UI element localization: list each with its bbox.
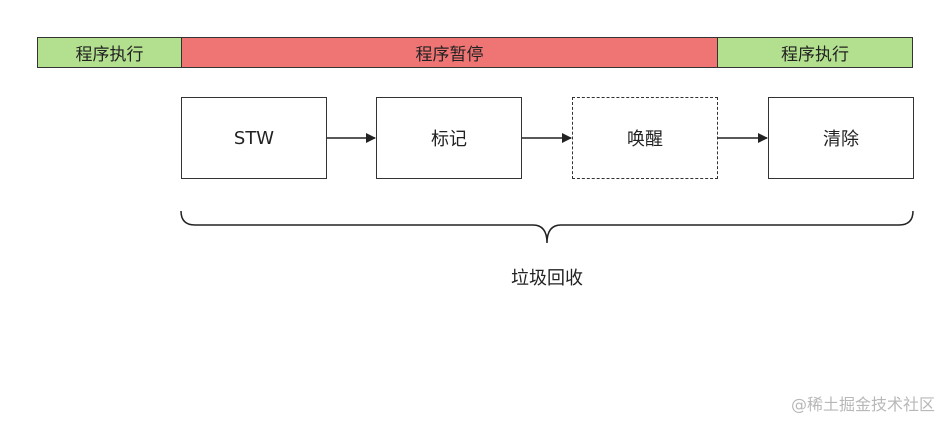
gc-brace <box>180 210 914 244</box>
step-mark: 标记 <box>376 97 522 179</box>
step-wake: 唤醒 <box>572 97 718 179</box>
gc-label: 垃圾回收 <box>511 268 583 289</box>
phase-run-right: 程序执行 <box>717 37 913 68</box>
step-clean: 清除 <box>768 97 914 179</box>
step-stw: STW <box>181 97 327 179</box>
watermark: @稀土掘金技术社区 <box>790 395 935 414</box>
phase-run-left: 程序执行 <box>37 37 182 68</box>
phase-pause: 程序暂停 <box>181 37 718 68</box>
